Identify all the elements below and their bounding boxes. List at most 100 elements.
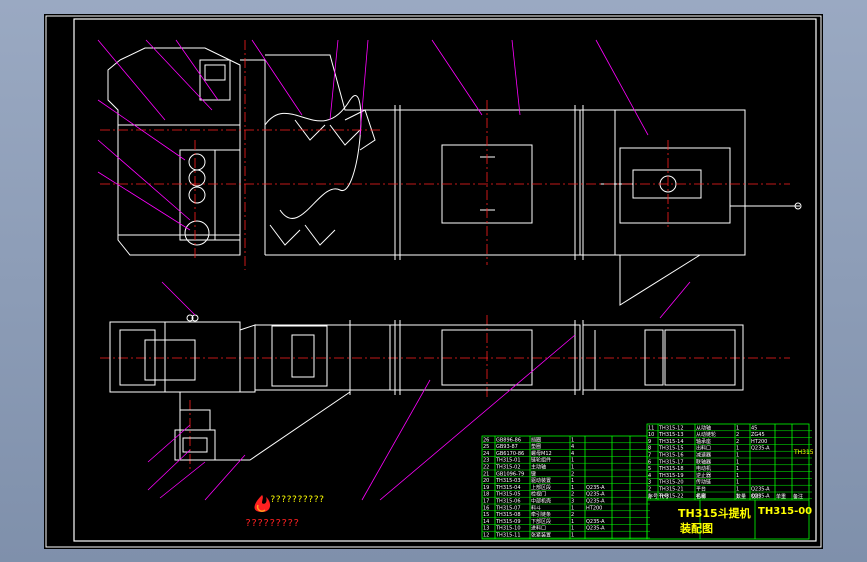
flame-logo-icon [254,495,271,512]
table-cell: 进料口 [531,525,546,532]
parts-table [481,423,810,540]
table-cell: Q235-A [751,446,770,452]
table-cell: 螺母M12 [531,450,552,457]
table-cell: 6 [648,459,651,465]
table-cell: TH315-13 [658,432,684,438]
table-cell: 11 [648,425,654,431]
table-cell: 21 [483,471,489,477]
table-cell: 从动轴 [696,424,711,431]
table-cell: TH315-06 [495,499,521,505]
table-cell: 张紧装置 [531,532,551,539]
table-cell: TH315-21 [658,487,684,493]
table-cell: 1 [571,526,574,532]
table-cell: 电动机 [696,465,711,472]
table-header-cell: 名称 [696,493,706,500]
table-cell: Q235-A [586,526,605,532]
table-cell: 1 [648,493,651,499]
table-header-cell: 数量 [736,493,746,500]
table-cell: TH315-17 [658,459,684,465]
table-cell: 1 [736,459,739,465]
table-cell: 12 [483,533,489,539]
table-cell: 联轴器 [696,458,711,465]
table-cell: 2 [571,471,574,477]
table-cell: 22 [483,465,489,471]
table-cell: 1 [736,446,739,452]
table-cell: GB6170-86 [496,451,524,457]
drawing-number: TH315-00 [758,506,812,517]
table-cell: TH315-20 [658,480,684,486]
assembly-drawing: 26GB896-86挡圈125GB93-87垫圈424GB6170-86螺母M1… [45,15,822,548]
plan-view [109,314,744,461]
table-cell: 2 [571,492,574,498]
table-cell: GB896-86 [496,437,521,443]
table-cell: 挡圈 [531,436,541,443]
table-cell: 1 [571,519,574,525]
table-cell: HT200 [586,505,602,511]
table-cell: 下部区段 [531,518,551,525]
table-cell: ZG45 [751,432,765,438]
table-cell: 机座 [696,492,706,499]
drawing-title: TH315斗提机 [678,506,751,520]
outer-frame [45,15,822,548]
table-cell: 25 [483,444,489,450]
table-header-cell: 单重 [776,493,786,500]
table-cell: 1 [571,458,574,464]
table-cell: 键 [531,470,536,477]
table-cell: TH315-14 [658,439,684,445]
table-cell: TH315-05 [495,492,521,498]
table-cell: TH315-07 [495,505,521,511]
table-cell: 传动链 [696,479,711,486]
table-cell: Q235-A [586,485,605,491]
table-header-cell: 序号 [648,493,658,500]
table-cell: 轴承座 [696,438,711,445]
table-cell: 10 [648,432,654,438]
table-cell: 17 [483,499,489,505]
table-cell: 上部区段 [531,484,551,491]
table-cell: TH315-09 [495,519,521,525]
table-cell: 20 [483,478,489,484]
logo-line-1: ?????????? [270,495,324,505]
table-cell: 1 [571,505,574,511]
table-cell: 45 [751,425,757,431]
table-cell: GB1096-79 [496,471,524,477]
table-cell: TH315-03 [495,478,521,484]
table-cell: 2 [571,512,574,518]
table-cell: 检视门 [531,491,546,498]
table-cell: Q235-A [586,519,605,525]
table-cell: 出料口 [696,445,711,452]
table-cell: Q235-A [586,492,605,498]
table-cell: 14 [483,519,489,525]
table-cell: 1 [571,485,574,491]
table-cell: 1 [736,487,739,493]
table-header-cell: 备注 [793,493,803,500]
table-cell: 15 [483,512,489,518]
table-cell: TH315-08 [495,512,521,518]
table-cell: 5 [648,466,651,472]
table-cell: 逆止器 [696,472,711,479]
table-cell: 3 [571,499,574,505]
logo-line-2: ????????? [245,518,299,529]
table-cell: 1 [736,453,739,459]
table-cell: 1 [736,466,739,472]
table-cell: TH315-10 [495,526,521,532]
table-cell: 1 [571,437,574,443]
table-row-lines [482,430,812,539]
table-cell: 主动轴 [531,464,546,471]
table-header-cell: 代号 [659,493,669,500]
drawing-code: TH315 [793,449,814,456]
table-cell: Q235-A [586,499,605,505]
table-cell: TH315-11 [495,533,521,539]
table-cell: TH315-12 [658,425,684,431]
table-cell: 1 [571,465,574,471]
table-cell: 1 [736,425,739,431]
table-cell: 4 [571,444,574,450]
table-cell: 7 [648,453,651,459]
table-cell: 驱动装置 [531,477,551,484]
table-cell: 9 [648,439,651,445]
table-cell: 13 [483,526,489,532]
table-cell: HT200 [751,439,767,445]
table-cell: 24 [483,451,489,457]
